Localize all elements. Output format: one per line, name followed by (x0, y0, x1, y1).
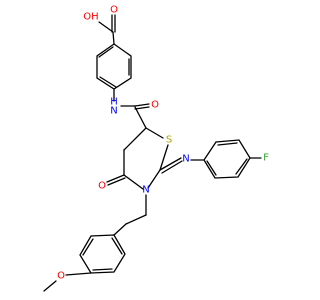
ring-sulfur: S (166, 135, 172, 146)
fluorophenyl-ring (203, 139, 251, 179)
ring-nitrogen: N (142, 185, 149, 196)
bond-imine-a (159, 157, 182, 171)
bond-c2-n3 (147, 169, 161, 189)
bond-ch2-aryl (113, 223, 127, 236)
methoxyphenyl-double-1 (82, 238, 94, 256)
bond-carbonyl-o-a (134, 103, 150, 107)
fluorophenyl-double-3 (206, 160, 217, 176)
bond-ch2-ch2 (125, 214, 147, 225)
bond-s-c2 (159, 144, 169, 171)
bond-c6-s (145, 127, 164, 139)
fluorophenyl-double-1 (217, 142, 238, 146)
methoxyphenyl-double-2 (92, 268, 113, 271)
acid-hydroxyl: OH (83, 12, 98, 23)
fluorophenyl-double-2 (235, 158, 248, 175)
amide-nitrogen: N (110, 106, 117, 117)
bond-methoxy-o-ch3 (43, 280, 57, 292)
acid-carbonyl-oxygen: O (110, 5, 118, 16)
amide-carbonyl-oxygen: O (151, 100, 159, 111)
benzoic-ring-double-2 (99, 76, 117, 88)
benzoic-ring-double-3 (98, 46, 114, 58)
bond-imine-b (161, 160, 183, 174)
methoxy-oxygen: O (57, 271, 65, 282)
bond-c5-c6 (123, 127, 147, 151)
bond-aryl-methoxy-o (65, 272, 92, 276)
bond-lines (43, 14, 262, 292)
benzoic-ring (96, 43, 132, 90)
bond-c4-o-a (106, 174, 125, 183)
bond-carbonyl-ring (134, 106, 147, 129)
bond-acid-ring (112, 31, 115, 45)
molecule-structure: O OH H N O S N O N F O (43, 5, 269, 292)
bond-n3-c4 (123, 174, 144, 190)
ring-carbonyl-oxygen: O (98, 181, 106, 192)
amide-hydrogen: H (110, 97, 118, 108)
atom-labels: O OH H N O S N O N F O (57, 5, 269, 282)
methoxyphenyl-double-3 (111, 237, 123, 255)
bond-c-oh (98, 21, 114, 33)
fluorine-atom: F (263, 153, 269, 164)
bond-carbonyl-o-b (134, 106, 150, 110)
methoxyphenyl-ring (79, 234, 126, 274)
bond-c4-o-b (107, 177, 126, 186)
imine-nitrogen: N (182, 154, 189, 165)
